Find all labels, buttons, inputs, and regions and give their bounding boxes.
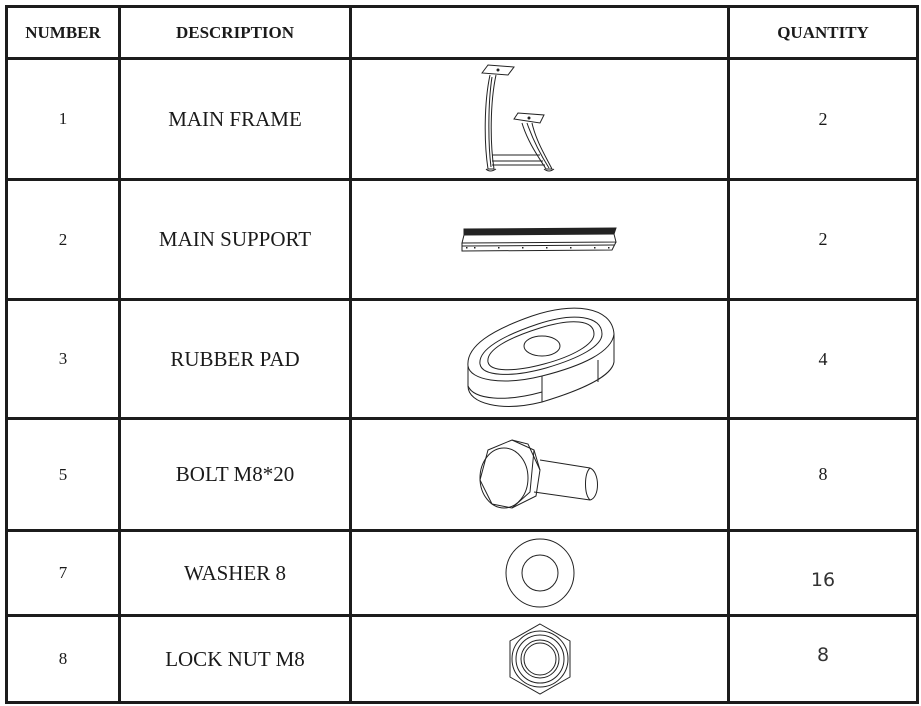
part-number: 3: [5, 298, 121, 420]
part-description: WASHER 8: [118, 529, 352, 617]
washer-drawing-icon: [505, 538, 574, 608]
part-quantity: 2: [727, 178, 919, 301]
table-row: 2 MAIN SUPPORT 2: [5, 178, 919, 301]
part-number: 5: [5, 417, 121, 532]
part-description: LOCK NUT M8: [118, 614, 352, 704]
table-row: 3 RUBBER PAD 4: [5, 298, 919, 420]
part-quantity: 2: [727, 57, 919, 181]
part-number: 1: [5, 57, 121, 181]
main-support-drawing-icon: [460, 226, 617, 252]
part-number: 7: [5, 529, 121, 617]
bolt-drawing-icon: [478, 438, 598, 509]
table-row: 5 BOLT M8*20 8: [5, 417, 919, 532]
part-quantity: 8: [727, 614, 919, 704]
part-quantity: 8: [727, 417, 919, 532]
part-quantity: 16: [727, 529, 919, 617]
part-quantity: 4: [727, 298, 919, 420]
rubber-pad-drawing-icon: [466, 307, 614, 407]
main-frame-drawing-icon: [480, 64, 554, 172]
header-number: NUMBER: [5, 5, 121, 60]
part-description: MAIN FRAME: [118, 57, 352, 181]
table-row: 7 WASHER 8 16: [5, 529, 919, 617]
part-number: 8: [5, 614, 121, 704]
part-description: BOLT M8*20: [118, 417, 352, 532]
part-description: RUBBER PAD: [118, 298, 352, 420]
header-description: DESCRIPTION: [118, 5, 352, 60]
table-row: 8 LOCK NUT M8 8: [5, 614, 919, 704]
lock-nut-drawing-icon: [509, 623, 570, 695]
part-number: 2: [5, 178, 121, 301]
header-row: NUMBER DESCRIPTION QUANTITY: [5, 5, 919, 60]
header-image: [349, 5, 730, 60]
parts-list-table: NUMBER DESCRIPTION QUANTITY 1 MAIN FRAME: [5, 5, 919, 704]
header-quantity: QUANTITY: [727, 5, 919, 60]
part-description: MAIN SUPPORT: [118, 178, 352, 301]
table-row: 1 MAIN FRAME 2: [5, 57, 919, 181]
